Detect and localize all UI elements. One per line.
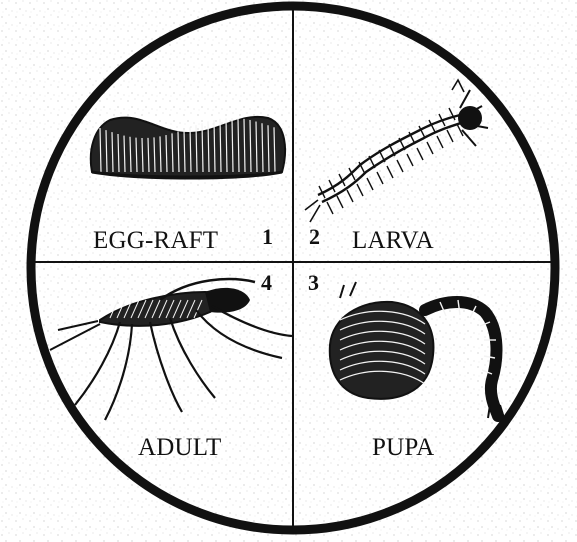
number-1: 1: [262, 224, 273, 249]
label-adult: ADULT: [138, 434, 221, 461]
number-2: 2: [309, 224, 320, 249]
label-pupa: PUPA: [372, 434, 434, 461]
label-egg-raft: EGG-RAFT: [93, 227, 218, 254]
number-4: 4: [261, 270, 272, 295]
label-larva: LARVA: [352, 227, 434, 254]
number-3: 3: [308, 270, 319, 295]
